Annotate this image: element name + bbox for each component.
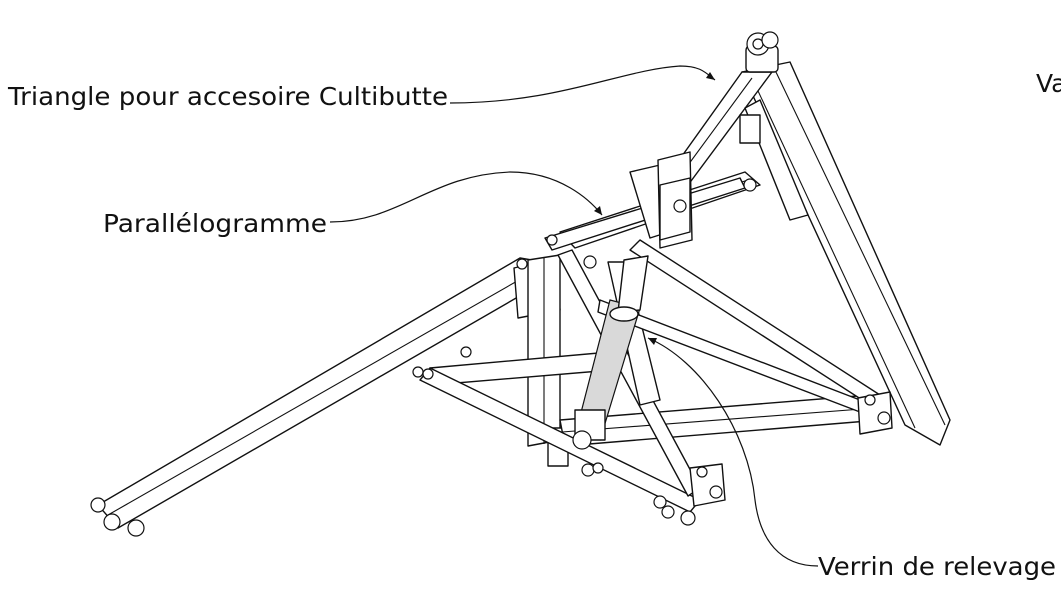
leader-cylinder — [647, 337, 819, 567]
leader-triangle — [449, 65, 716, 104]
arrowhead-parallelogram — [594, 206, 602, 215]
label-parallelogram: Parallélogramme — [103, 209, 327, 238]
leader-parallelogram — [329, 171, 603, 223]
hydraulic-cylinder — [572, 255, 649, 450]
arrowhead-cylinder — [648, 338, 657, 345]
drawbar-end-bolts — [90, 497, 145, 537]
top-pin — [745, 31, 779, 73]
label-truncated-right: Va — [1036, 69, 1061, 98]
leader-lines — [329, 65, 819, 567]
label-cylinder: Verrin de relevage — [818, 552, 1056, 581]
parallelogram-arms — [544, 151, 761, 269]
arrowhead-triangle — [706, 72, 715, 80]
label-triangle: Triangle pour accesoire Cultibutte — [7, 82, 448, 111]
